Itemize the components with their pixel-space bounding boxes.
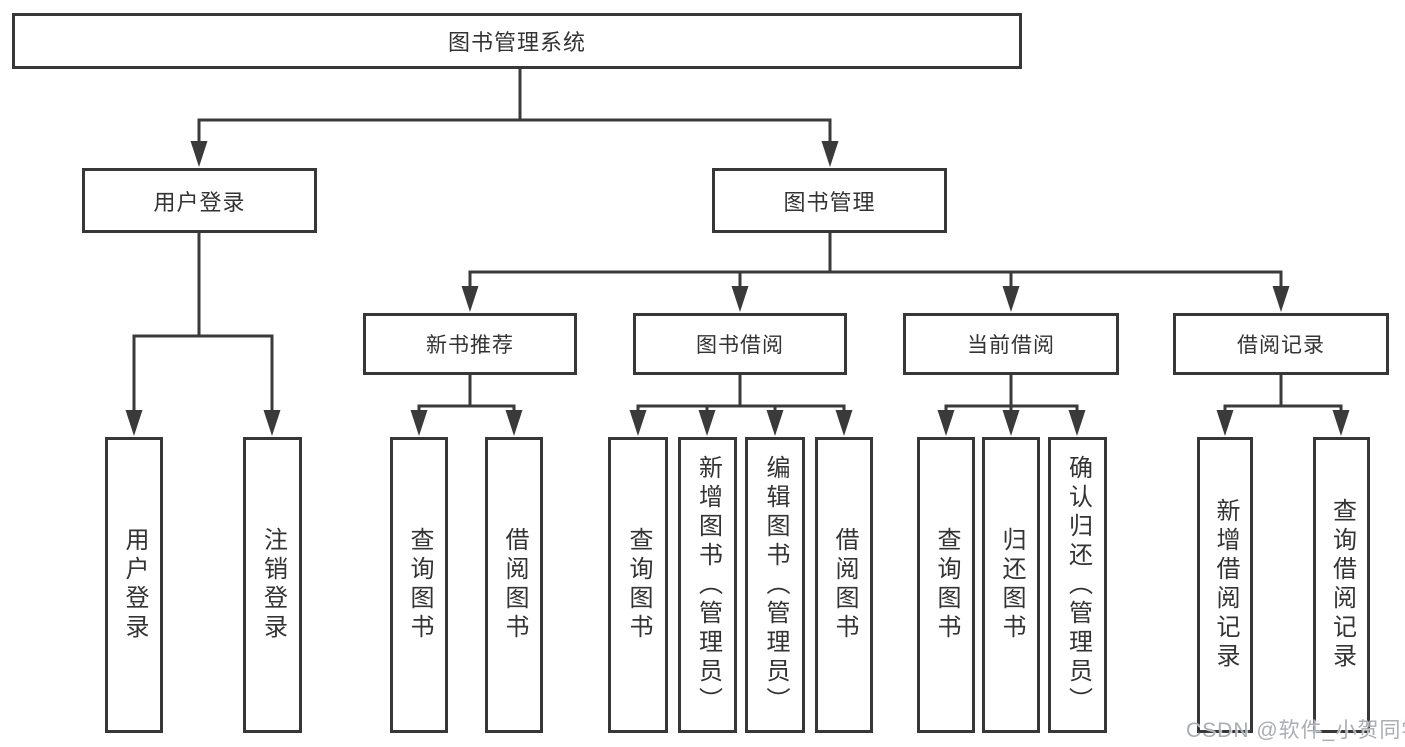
node-root: 图书管理系统 <box>12 13 1022 69</box>
csdn-watermark: CSDN @软件_小贺同学 <box>1186 719 1405 742</box>
node-new-book-recommend: 新书推荐 <box>363 313 577 375</box>
arrowhead <box>1068 410 1086 436</box>
connector-current <box>944 375 1079 411</box>
arrowhead <box>410 410 428 436</box>
node-borrow-records: 借阅记录 <box>1173 313 1389 375</box>
node-logout: 注销登录 <box>243 437 302 733</box>
node-return-book: 归还图书 <box>982 437 1040 733</box>
connector-records <box>1223 375 1343 411</box>
arrowhead <box>1332 410 1350 436</box>
node-query-books-1: 查询图书 <box>390 437 448 733</box>
node-user-login-group: 用户登录 <box>82 168 317 233</box>
node-confirm-return-admin: 确认归还（管理员） <box>1048 437 1107 733</box>
arrowhead <box>125 410 143 436</box>
arrowhead <box>698 410 716 436</box>
node-add-book-admin: 新增图书（管理员） <box>678 437 737 733</box>
node-book-borrowing: 图书借阅 <box>633 313 847 375</box>
connector-management <box>468 233 1283 288</box>
node-user-login: 用户登录 <box>105 437 163 733</box>
node-borrow-book-1: 借阅图书 <box>485 437 543 733</box>
node-current-borrowing: 当前借阅 <box>903 313 1119 375</box>
node-borrow-book-2: 借阅图书 <box>815 437 873 733</box>
arrowhead <box>461 286 479 312</box>
arrowhead <box>505 410 523 436</box>
node-query-books-3: 查询图书 <box>917 437 975 733</box>
arrowhead <box>821 141 839 167</box>
arrowhead <box>1272 286 1290 312</box>
node-query-borrow-record: 查询借阅记录 <box>1313 437 1370 733</box>
arrowhead <box>937 410 955 436</box>
connector-root <box>197 68 832 144</box>
arrowhead <box>835 410 853 436</box>
arrowhead <box>190 141 208 167</box>
connector-borrowing <box>636 375 846 411</box>
node-edit-book-admin: 编辑图书（管理员） <box>745 437 805 733</box>
arrowhead <box>263 410 281 436</box>
node-query-books-2: 查询图书 <box>608 437 668 733</box>
arrowhead <box>1002 410 1020 436</box>
connector-login <box>132 233 274 412</box>
arrowhead <box>629 410 647 436</box>
node-book-management: 图书管理 <box>712 168 947 233</box>
arrowhead <box>766 410 784 436</box>
arrowhead <box>731 286 749 312</box>
node-add-borrow-record: 新增借阅记录 <box>1197 437 1253 733</box>
connector-new-book <box>417 375 516 411</box>
arrowhead <box>1216 410 1234 436</box>
arrowhead <box>1002 286 1020 312</box>
